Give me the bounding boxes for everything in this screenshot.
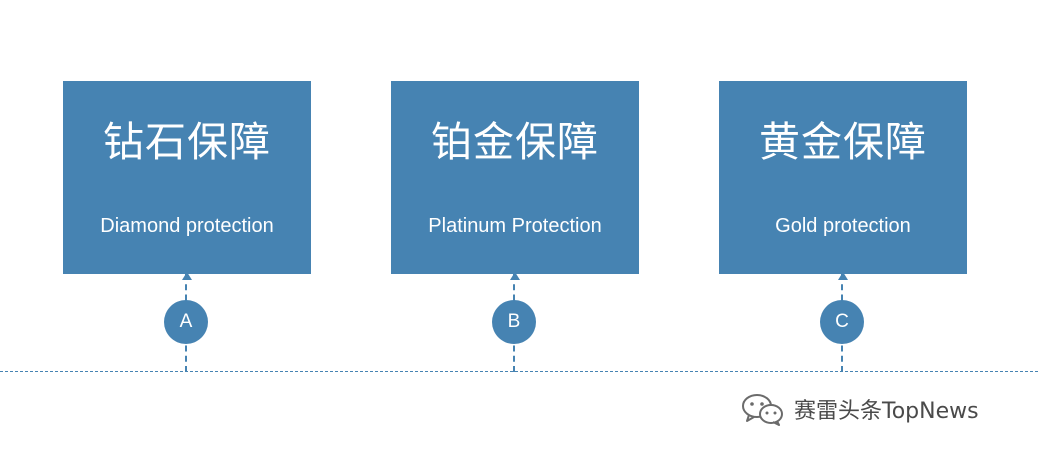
card-platinum-protection: 铂金保障 Platinum Protection bbox=[391, 81, 639, 274]
card-subtitle: Diamond protection bbox=[100, 215, 274, 237]
arrow-up-icon bbox=[838, 272, 848, 280]
card-diamond-protection: 钻石保障 Diamond protection bbox=[63, 81, 311, 274]
card-subtitle: Gold protection bbox=[775, 215, 911, 237]
watermark: 赛雷头条TopNews bbox=[740, 392, 979, 426]
badge-b: B bbox=[492, 300, 536, 344]
card-gold-protection: 黄金保障 Gold protection bbox=[719, 81, 967, 274]
timeline-baseline bbox=[0, 371, 1038, 372]
card-title: 钻石保障 bbox=[103, 118, 271, 166]
card-title: 黄金保障 bbox=[759, 118, 927, 166]
badge-c: C bbox=[820, 300, 864, 344]
watermark-text: 赛雷头条TopNews bbox=[794, 399, 979, 424]
card-subtitle: Platinum Protection bbox=[428, 215, 602, 237]
arrow-up-icon bbox=[510, 272, 520, 280]
wechat-icon bbox=[742, 394, 783, 426]
arrow-up-icon bbox=[182, 272, 192, 280]
card-title: 铂金保障 bbox=[431, 118, 599, 166]
badge-a: A bbox=[164, 300, 208, 344]
